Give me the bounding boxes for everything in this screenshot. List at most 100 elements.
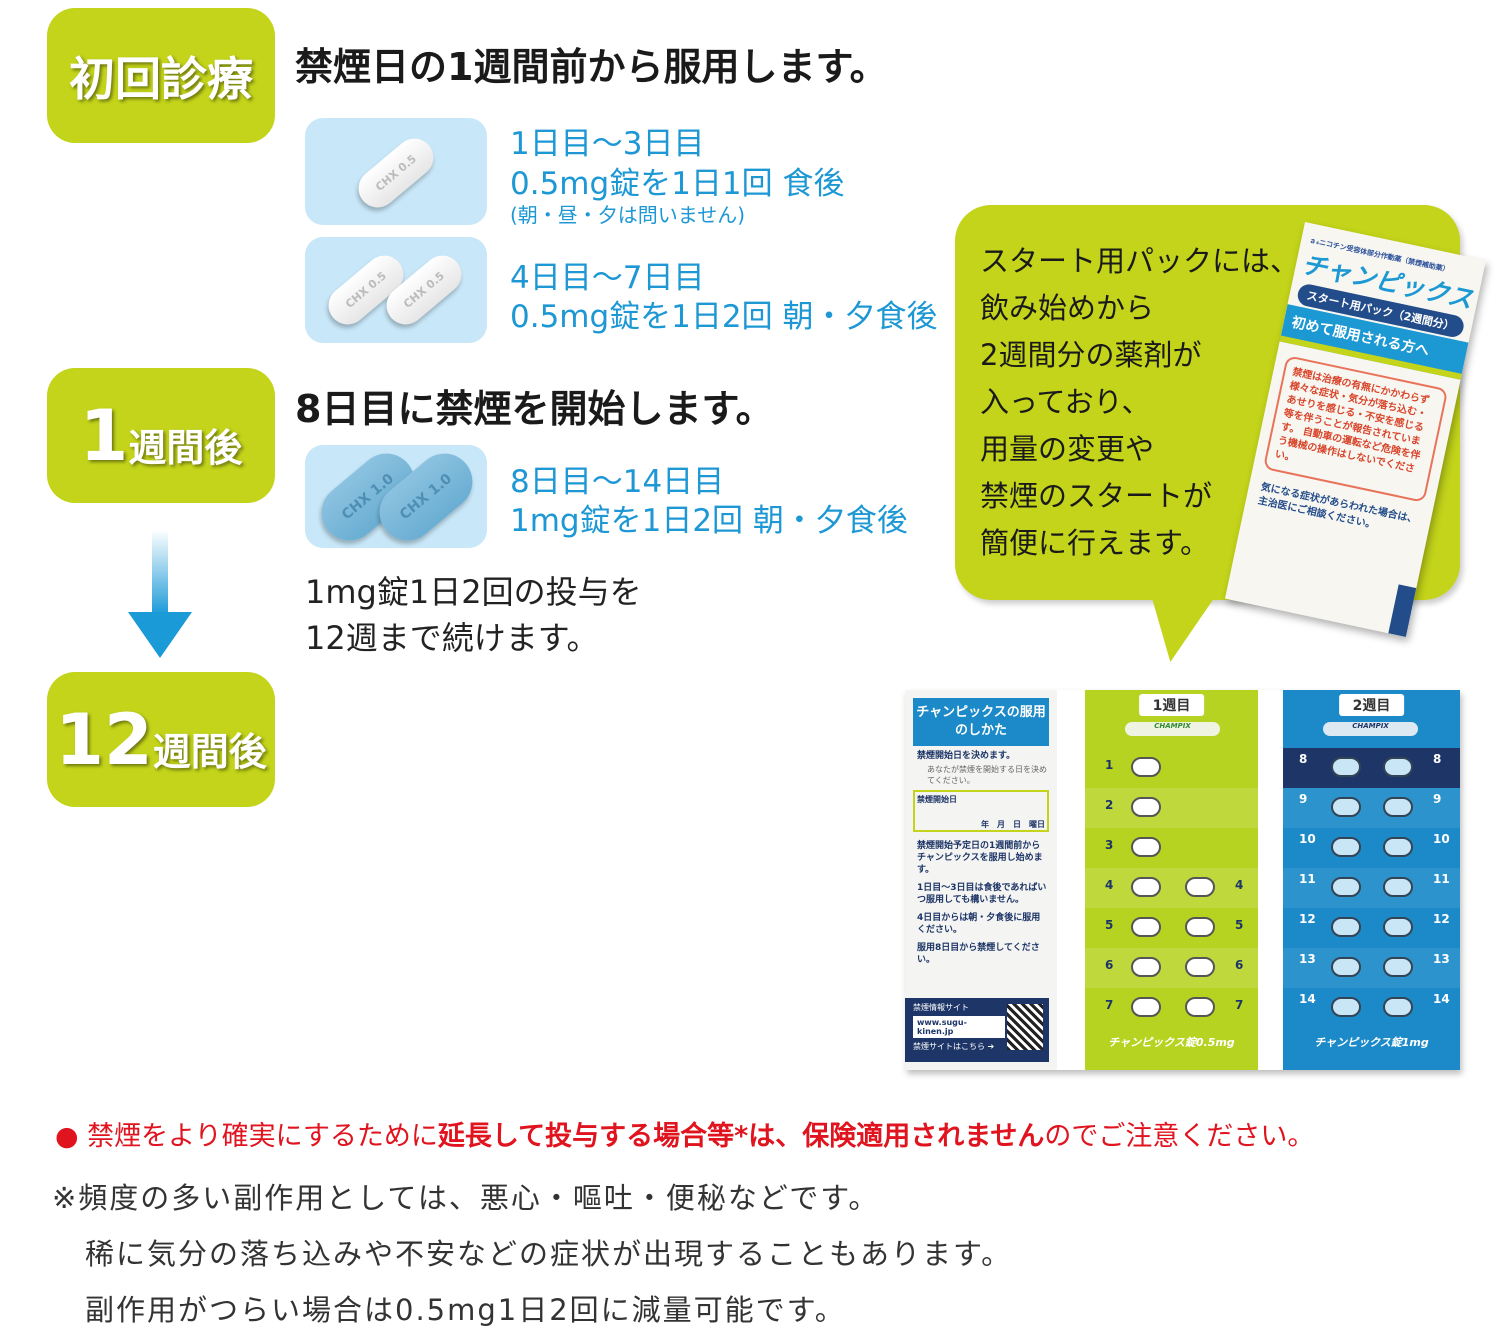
side-effect-note: 稀に気分の落ち込みや不安などの症状が出現することもあります。 bbox=[85, 1237, 1013, 1271]
tablet-blister bbox=[1331, 997, 1361, 1017]
date-fields: 年 月 日 曜日 bbox=[981, 820, 1045, 829]
tablet-blister bbox=[1383, 837, 1413, 857]
blister-step: 1日目〜3日目は食後であればいつ服用しても構いません。 bbox=[917, 883, 1047, 905]
badge-label: 初回診療 bbox=[69, 51, 253, 106]
pill-image-3: CHX 1.0 CHX 1.0 bbox=[305, 442, 487, 552]
pill-mark: CHX 0.5 bbox=[343, 269, 389, 311]
day-number: 8 bbox=[1433, 752, 1442, 766]
tablet-blister bbox=[1331, 877, 1361, 897]
bubble-text: スタート用パックには、 飲み始めから 2週間分の薬剤が 入っており、 用量の変更… bbox=[980, 238, 1299, 567]
day-number: 8 bbox=[1299, 752, 1308, 766]
blister-row: 3 bbox=[1085, 828, 1258, 868]
speech-bubble-tail bbox=[1130, 590, 1220, 662]
brand-mark: CHAMPIX bbox=[1323, 722, 1418, 736]
bubble-line: スタート用パックには、 bbox=[980, 244, 1300, 278]
date-label: 禁煙開始日 bbox=[917, 795, 957, 804]
day-number: 4 bbox=[1105, 878, 1114, 892]
blister-step: 4日目からは朝・夕食後に服用ください。 bbox=[917, 913, 1041, 935]
day-number: 12 bbox=[1433, 912, 1450, 926]
badge-label: 週間後 bbox=[152, 730, 267, 774]
day-number: 10 bbox=[1299, 832, 1316, 846]
tablet-blister bbox=[1383, 797, 1413, 817]
day-number: 11 bbox=[1299, 872, 1316, 886]
side-effect-note: ※頻度の多い副作用としては、悪心・嘔吐・便秘などです。 bbox=[52, 1181, 880, 1215]
tablet-blister bbox=[1131, 957, 1161, 977]
tablet-blister bbox=[1131, 877, 1161, 897]
tablet-blister bbox=[1331, 917, 1361, 937]
tablet-blister bbox=[1383, 957, 1413, 977]
bubble-line: 用量の変更や bbox=[980, 432, 1155, 466]
tablet-blister bbox=[1383, 877, 1413, 897]
continue-text: 12週まで続けます。 bbox=[305, 619, 599, 657]
tablet-blister bbox=[1383, 917, 1413, 937]
blister-step: 禁煙開始予定日の1週間前からチャンピックスを服用し始めます。 bbox=[917, 841, 1043, 875]
day-number: 4 bbox=[1235, 878, 1244, 892]
day-number: 12 bbox=[1299, 912, 1316, 926]
tablet-blister bbox=[1131, 837, 1161, 857]
day-number: 5 bbox=[1105, 918, 1114, 932]
site-link: 禁煙サイトはこちら ➔ bbox=[913, 1042, 995, 1051]
week1-label: 1週目 bbox=[1138, 694, 1205, 716]
tablet-blister bbox=[1331, 757, 1361, 777]
tablet-blister bbox=[1131, 997, 1161, 1017]
notice-part: のでご注意ください。 bbox=[1044, 1121, 1315, 1152]
date-box: 禁煙開始日年 月 日 曜日 bbox=[913, 790, 1049, 832]
tablet-blister bbox=[1185, 877, 1215, 897]
tablet-blister bbox=[1185, 917, 1215, 937]
badge-first-visit: 初回診療 bbox=[47, 8, 275, 143]
day-number: 13 bbox=[1299, 952, 1316, 966]
pill-mark: CHX 0.5 bbox=[373, 152, 419, 194]
site-label: 禁煙情報サイト bbox=[913, 1003, 969, 1012]
week2-foot: チャンピックス錠1mg bbox=[1314, 1036, 1429, 1049]
day-number: 5 bbox=[1235, 918, 1244, 932]
tablet-blister bbox=[1185, 997, 1215, 1017]
tablet-blister bbox=[1383, 997, 1413, 1017]
bubble-line: 入っており、 bbox=[980, 385, 1151, 419]
tablet-blister bbox=[1331, 957, 1361, 977]
day-number: 1 bbox=[1105, 758, 1114, 772]
dose-note: (朝・昼・夕は問いません) bbox=[510, 203, 746, 227]
blister-row: 13 13 bbox=[1283, 948, 1460, 988]
dose-period: 4日目〜7日目 bbox=[510, 260, 705, 296]
dose-instruction: 1mg錠を1日2回 朝・夕食後 bbox=[510, 503, 908, 539]
blister-step: 服用8日目から禁煙してください。 bbox=[917, 943, 1040, 965]
notice-emphasis: 延長して投与する場合等*は、保険適用されません bbox=[437, 1121, 1045, 1152]
package-strip bbox=[1388, 584, 1417, 638]
package-warning: 禁煙は治療の有無にかかわらず様々な症状・気分が落ち込む・あせりを感じる・不安を感… bbox=[1262, 355, 1449, 503]
blister-row: 1 bbox=[1085, 748, 1258, 788]
brand-mark: CHAMPIX bbox=[1125, 722, 1220, 736]
blister-pack: チャンピックスの服用のしかた 禁煙開始日を決めます。 あなたが禁煙を開始する日を… bbox=[905, 690, 1460, 1070]
day-number: 7 bbox=[1235, 998, 1244, 1012]
arrow-down-icon bbox=[152, 530, 168, 615]
dose-instruction: 0.5mg錠を1日2回 朝・夕食後 bbox=[510, 299, 938, 335]
tablet-blister bbox=[1131, 797, 1161, 817]
insurance-notice: ● 禁煙をより確実にするために延長して投与する場合等*は、保険適用されませんので… bbox=[55, 1121, 1315, 1152]
blister-row: 12 12 bbox=[1283, 908, 1460, 948]
site-box: 禁煙情報サイト www.sugu-kinen.jp 禁煙サイトはこちら ➔ bbox=[905, 998, 1049, 1062]
tablet-blister bbox=[1185, 957, 1215, 977]
badge-label: 週間後 bbox=[128, 426, 243, 470]
continue-text: 1mg錠1日2回の投与を bbox=[305, 573, 642, 611]
day-number: 14 bbox=[1433, 992, 1450, 1006]
bubble-line: 簡便に行えます。 bbox=[980, 526, 1210, 560]
tablet-blister bbox=[1131, 917, 1161, 937]
day-number: 6 bbox=[1235, 958, 1244, 972]
badge-number: 1 bbox=[79, 394, 129, 477]
pill-icon: CHX 0.5 bbox=[350, 130, 442, 216]
badge-number: 12 bbox=[55, 698, 153, 781]
day-number: 6 bbox=[1105, 958, 1114, 972]
day-number: 9 bbox=[1299, 792, 1308, 806]
pill-image-2: CHX 0.5 CHX 0.5 bbox=[305, 237, 487, 343]
day-number: 13 bbox=[1433, 952, 1450, 966]
qr-code-icon bbox=[1007, 1004, 1043, 1050]
